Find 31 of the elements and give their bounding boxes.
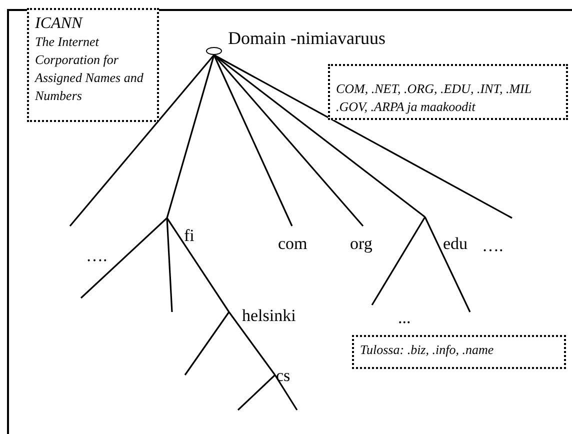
tree-branch [166,218,173,312]
tree-branch [237,374,276,411]
tree-branch [213,54,364,227]
note-text: COM, .NET, .ORG, .EDU, .INT, .MIL .GOV, .ARPA ja maakoodit [336,80,532,116]
tree-branch [228,312,276,376]
root-node [206,47,222,55]
domain-label: com [278,234,308,254]
tree-branch [166,54,215,218]
tree-branch [214,54,512,219]
diagram-title: Domain -nimiavaruus [228,28,386,49]
note-box [328,64,568,120]
tree-branch [424,216,471,312]
ellipsis-label: ... [398,308,411,328]
note-text: ICANN [35,14,84,33]
tree-branch [274,374,298,410]
note-text: Tulossa: .biz, .info, .name [360,341,495,359]
ellipsis-label: …. [86,246,108,266]
ellipsis-label: …. [482,236,504,256]
domain-label: edu [443,234,468,254]
tree-branch [184,312,230,376]
domain-label: org [350,234,372,254]
tree-branch [69,54,215,227]
note-box [27,8,159,122]
domain-label: fi [184,226,194,246]
tree-branch [166,218,230,312]
note-text: The Internet Corporation for Assigned Names and Numbers [35,33,144,105]
tree-branch [213,54,293,226]
tree-branch [80,217,168,299]
domain-label: helsinki [242,306,296,326]
tree-branch [371,216,426,306]
note-box [352,335,566,369]
